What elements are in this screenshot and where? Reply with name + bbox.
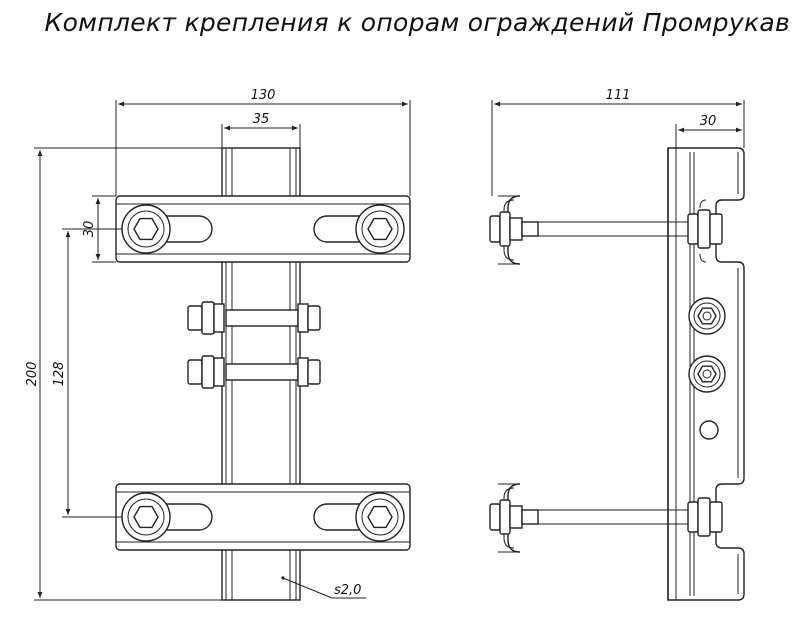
dim-side-flange: 30 [700,114,717,129]
side-top-bolt [489,195,723,265]
front-view [115,147,411,601]
dim-thickness: s2,0 [334,583,361,598]
side-nut-lower-icon [688,355,726,393]
dim-channel-width: 35 [253,112,270,127]
front-dimensions: 130 35 200 30 128 s2,0 [25,88,411,601]
dim-side-depth: 111 [606,88,631,103]
side-view [489,147,745,601]
top-bracket-plate [115,195,411,263]
top-right-bolt-icon [355,204,405,254]
bottom-bracket-plate [115,483,411,551]
bottom-right-bolt-icon [355,492,405,542]
top-left-bolt-icon [121,204,171,254]
side-nut-upper-icon [688,297,726,335]
bottom-left-bolt-icon [121,492,171,542]
middle-bolt-upper [187,301,321,335]
side-dimensions: 111 30 [491,88,745,196]
side-hole-icon [699,420,719,440]
middle-bolt-lower [187,355,321,389]
dim-front-width: 130 [251,88,276,103]
dim-bracket-spacing: 128 [52,362,67,387]
drawing-title: Комплект крепления к опорам ограждений П… [44,8,790,37]
dim-total-height: 200 [25,362,40,387]
side-bottom-bolt [489,483,723,553]
